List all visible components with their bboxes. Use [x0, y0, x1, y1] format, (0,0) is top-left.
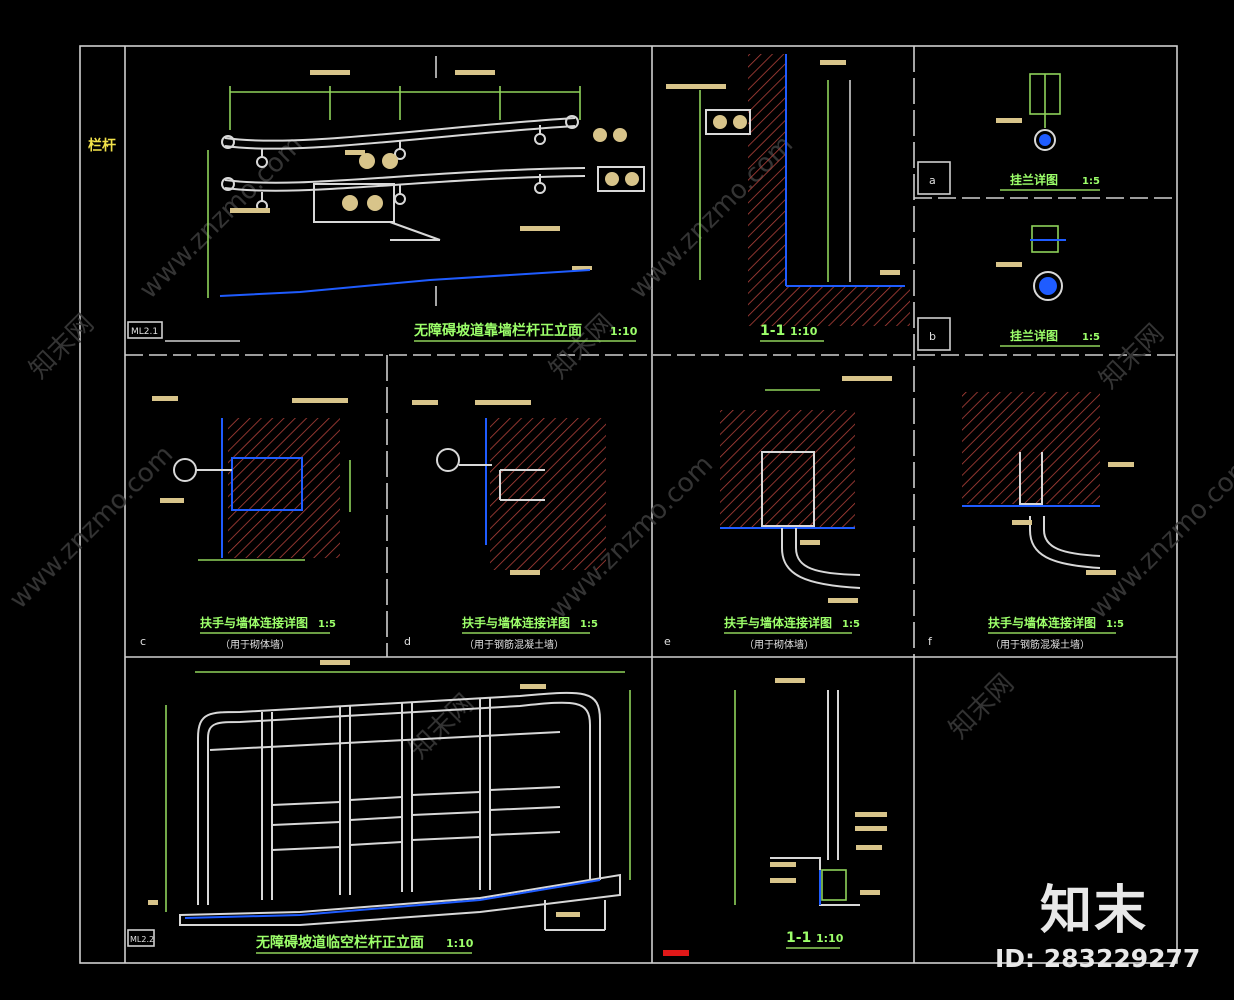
detail-a-title: 挂兰详图	[1010, 172, 1058, 187]
detail-d-scale: 1:5	[580, 619, 598, 630]
elevation-wall-railing: 无障碍坡道靠墙栏杆正立面 1:10 ML2.1	[127, 56, 645, 342]
detail-c: c 扶手与墙体连接详图 1:5 （用于砌体墙）	[140, 396, 351, 651]
tag-e: e	[664, 635, 671, 648]
detail-f-scale: 1:5	[1106, 619, 1124, 630]
detail-a-scale: 1:5	[1082, 176, 1100, 187]
section-1-1-top: 1-1 1:10	[666, 54, 910, 342]
drawing-number-bottom: ML2.2	[130, 935, 154, 944]
drawing-number-top: ML2.1	[131, 327, 158, 337]
detail-e: e 扶手与墙体连接详图 1:5 （用于砌体墙）	[664, 376, 892, 651]
detail-c-scale: 1:5	[318, 619, 336, 630]
tag-b: b	[929, 330, 936, 343]
section-11-bottom-scale: 1:10	[816, 932, 844, 945]
elevation-open-railing: ML2.2 无障碍坡道临空栏杆正立面 1:10	[127, 660, 631, 954]
detail-d: d 扶手与墙体连接详图 1:5 （用于钢筋混凝土墙）	[404, 400, 606, 651]
elevation-a-title: 无障碍坡道靠墙栏杆正立面	[413, 322, 582, 339]
detail-e-scale: 1:5	[842, 619, 860, 630]
brand-logo: 知末	[1040, 881, 1149, 941]
detail-f-note: （用于钢筋混凝土墙）	[990, 638, 1090, 651]
tag-a: a	[929, 174, 936, 187]
detail-b-title: 挂兰详图	[1010, 328, 1058, 343]
section-11-top-scale: 1:10	[790, 325, 818, 338]
watermark-cn-2: 知末网	[544, 309, 620, 385]
elevation-b-title: 无障碍坡道临空栏杆正立面	[255, 934, 424, 951]
watermark-cn: 知末网	[24, 309, 100, 385]
detail-d-title: 扶手与墙体连接详图	[462, 615, 570, 630]
detail-b-scale: 1:5	[1082, 332, 1100, 343]
section-11-bottom-title: 1-1	[786, 930, 811, 946]
elevation-a-scale: 1:10	[610, 325, 638, 338]
watermark-url-4: www.znzmo.com	[4, 440, 179, 615]
tag-f: f	[928, 635, 933, 648]
elevation-b-scale: 1:10	[446, 937, 474, 950]
detail-f-title: 扶手与墙体连接详图	[988, 615, 1096, 630]
watermark-cn-4: 知末网	[944, 669, 1020, 745]
detail-c-title: 扶手与墙体连接详图	[200, 615, 308, 630]
detail-f: f 扶手与墙体连接详图 1:5 （用于钢筋混凝土墙）	[928, 392, 1134, 651]
image-id: ID: 283229277	[995, 944, 1201, 973]
detail-e-note: （用于砌体墙）	[744, 638, 814, 651]
watermark-url: www.znzmo.com	[134, 130, 309, 305]
sheet-frame	[79, 45, 1178, 964]
sheet-side-label: 栏杆	[88, 137, 116, 154]
section-1-1-bottom: 1-1 1:10	[663, 678, 887, 956]
detail-a: a 挂兰详图 1:5	[917, 73, 1100, 195]
detail-d-note: （用于钢筋混凝土墙）	[464, 638, 564, 651]
detail-c-note: （用于砌体墙）	[220, 638, 290, 651]
watermark-cn-3: 知末网	[1094, 319, 1170, 395]
section-11-top-title: 1-1	[760, 323, 785, 339]
detail-b: b 挂兰详图 1:5	[917, 225, 1100, 351]
detail-e-title: 扶手与墙体连接详图	[724, 615, 832, 630]
watermark-url-5: www.znzmo.com	[1084, 450, 1234, 625]
tag-c: c	[140, 635, 146, 648]
tag-d: d	[404, 635, 411, 648]
